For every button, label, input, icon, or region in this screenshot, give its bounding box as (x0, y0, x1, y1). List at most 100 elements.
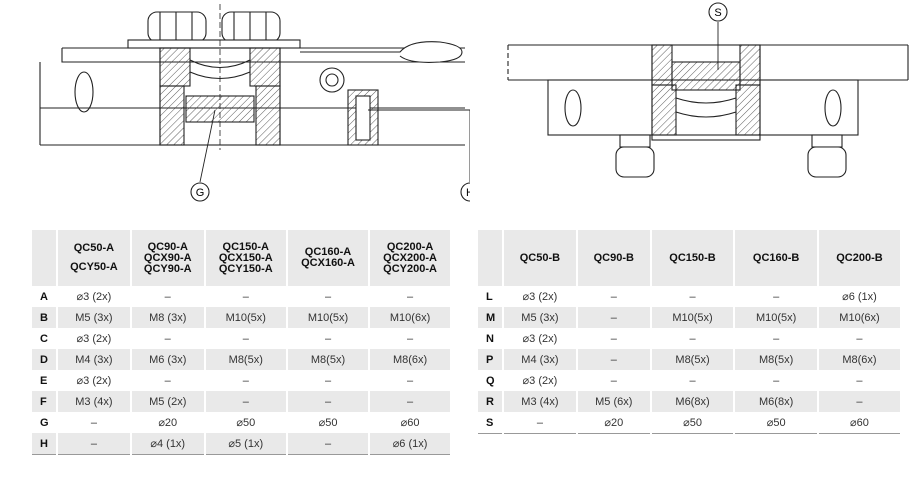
header-row: QC50-B QC90-B QC150-B QC160-B QC200-B (478, 230, 900, 286)
table-cell: M6 (3x) (129, 349, 205, 370)
table-cell: M8(5x) (733, 349, 818, 370)
table-cell: – (733, 328, 818, 349)
table-cell: – (368, 391, 450, 412)
row-label: E (40, 374, 48, 387)
row-label: B (32, 307, 57, 328)
table-cell: – (649, 370, 735, 391)
table-cell: – (502, 412, 577, 434)
table-row: L⌀3 (2x)–––⌀6 (1x) (478, 286, 900, 307)
table-cell: – (816, 328, 900, 349)
row-label: F (32, 391, 57, 412)
table-row: G–⌀20⌀50⌀50⌀60 (32, 412, 450, 433)
table-cell: – (285, 286, 370, 307)
table-cell: ⌀20 (575, 412, 651, 434)
table-cell: M8 (3x) (129, 307, 205, 328)
table-cell: – (816, 370, 900, 391)
table-row: H–⌀4 (1x)⌀5 (1x)–⌀6 (1x) (32, 433, 450, 455)
table-row: A⌀3 (2x)–––– (32, 286, 450, 307)
table-cell: – (129, 370, 205, 391)
table-cell: M8(5x) (649, 349, 735, 370)
callout-label-s: S (714, 7, 721, 19)
table-cell: M6(8x) (649, 391, 735, 412)
table-cell: – (285, 370, 370, 391)
callout-label-g: G (196, 187, 205, 199)
table-cell: M5 (6x) (575, 391, 651, 412)
table-cell: M3 (4x) (502, 391, 577, 412)
table-cell: – (649, 286, 735, 307)
table-cell: – (285, 391, 370, 412)
callout-label-h: H (466, 187, 470, 199)
column-header: QC160-B (733, 230, 818, 286)
table-cell: ⌀60 (368, 412, 450, 433)
table-cell: – (129, 286, 205, 307)
row-label: H (32, 433, 57, 455)
section-drawing-b: S (507, 2, 909, 178)
table-cell: ⌀50 (285, 412, 370, 433)
table-cell: ⌀50 (733, 412, 818, 434)
table-cell: ⌀6 (1x) (816, 286, 900, 307)
table-cell: M8(5x) (285, 349, 370, 370)
table-cell: ⌀3 (2x) (502, 328, 577, 349)
table-row: N⌀3 (2x)–––– (478, 328, 900, 349)
table-cell: – (56, 412, 131, 433)
corner-cell (478, 230, 503, 286)
table-cell: – (368, 370, 450, 391)
table-row: E⌀3 (2x)–––– (32, 370, 450, 391)
table-cell: M4 (3x) (502, 349, 577, 370)
table-cell: M10(5x) (733, 307, 818, 328)
table-cell: ⌀3 (2x) (56, 370, 131, 391)
table-cell: M4 (3x) (56, 349, 131, 370)
table-cell: – (285, 433, 370, 455)
table-cell: ⌀3 (2x) (56, 286, 131, 307)
table-row: C⌀3 (2x)–––– (32, 328, 450, 349)
table-row: Q⌀3 (2x)–––– (478, 370, 900, 391)
table-cell: ⌀50 (649, 412, 735, 434)
table-cell: – (203, 286, 287, 307)
row-label: C (40, 332, 48, 345)
table-cell: – (203, 370, 287, 391)
table-cell: ⌀60 (816, 412, 900, 434)
section-drawing-a: G H (39, 4, 470, 202)
row-label: A (40, 290, 48, 303)
spec-table-b: QC50-B QC90-B QC150-B QC160-B QC200-B L⌀… (478, 230, 900, 434)
table-cell: M10(5x) (649, 307, 735, 328)
table-cell: – (368, 286, 450, 307)
row-label: G (40, 416, 49, 429)
table-row: S–⌀20⌀50⌀50⌀60 (478, 412, 900, 434)
column-header: QC200-B (816, 230, 900, 286)
table-cell: – (733, 370, 818, 391)
row-label: P (478, 349, 503, 370)
table-cell: M10(5x) (285, 307, 370, 328)
row-label: N (486, 332, 494, 345)
table-cell: – (816, 391, 900, 412)
table-cell: M5 (3x) (56, 307, 131, 328)
column-header: QC150-B (649, 230, 735, 286)
table-cell: ⌀4 (1x) (129, 433, 205, 455)
table-cell: ⌀5 (1x) (203, 433, 287, 455)
table-cell: – (733, 286, 818, 307)
table-cell: M5 (2x) (129, 391, 205, 412)
table-cell: – (129, 328, 205, 349)
row-label: Q (486, 374, 495, 387)
table-cell: – (203, 391, 287, 412)
table-cell: M8(6x) (368, 349, 450, 370)
table-cell: – (575, 370, 651, 391)
table-cell: – (368, 328, 450, 349)
table-cell: M6(8x) (733, 391, 818, 412)
table-cell: M10(6x) (816, 307, 900, 328)
table-cell: ⌀50 (203, 412, 287, 433)
table-cell: – (575, 286, 651, 307)
table-cell: – (575, 307, 651, 328)
